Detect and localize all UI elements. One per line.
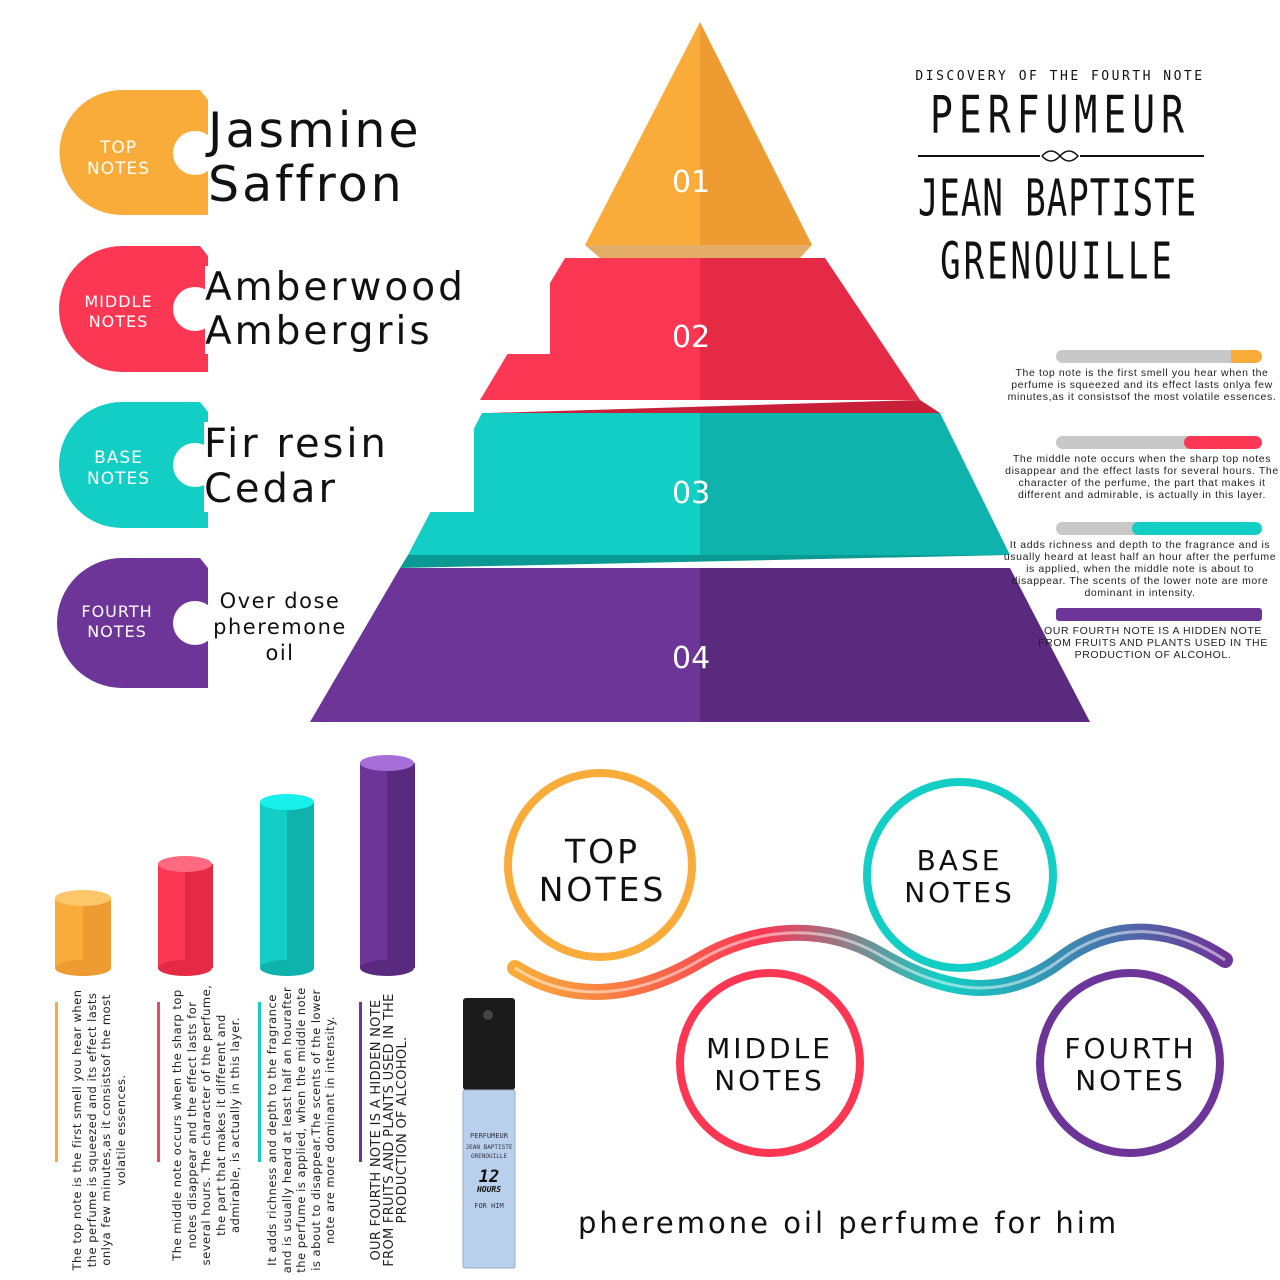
circle-base [863,778,1057,972]
title-divider [918,150,1204,162]
tagline: DISCOVERY OF THE FOURTH NOTE [915,69,1205,84]
circle-fourth [1036,969,1224,1157]
tab-label: FOURTH [81,602,153,621]
wave-highlight [514,930,1226,994]
brand-title: PERFUMEUR [930,85,1190,145]
ingredient: Cedar [204,466,338,512]
vial-name: JEAN BAPTISTE [465,1144,513,1151]
vial-label: PERFUMEUR JEAN BAPTISTE GRENOUILLE 12 HO… [463,1132,515,1211]
vial-badge-number: 12 [478,1167,500,1187]
vial-badge-word: HOURS [476,1185,502,1194]
pyramid-tier-fourth [310,568,1090,722]
name-line-1: JEAN BAPTISTE [917,169,1198,229]
ingredient: Fir resin [204,421,389,467]
tab-label: NOTES [86,159,150,179]
ingredient: Amberwood [205,265,466,310]
label: NOTES [714,1064,825,1097]
label: FOURTH [1064,1032,1197,1065]
ingredient: Jasmine [208,102,422,159]
label: NOTES [538,870,667,909]
ingredient: Ambergris [205,309,433,354]
tab-label: TOP [99,138,138,158]
column-text-top: The top note is the first smell you hear… [70,989,128,1271]
column-text-middle: The middle note occurs when the sharp to… [170,984,242,1266]
tab-label: NOTES [86,469,150,489]
wave-line [507,923,1233,1000]
label: MIDDLE [706,1032,833,1065]
column-divider [258,1002,261,1162]
pyramid-tier-top [585,22,812,258]
tab-label: MIDDLE [84,292,153,311]
label: NOTES [904,876,1015,909]
tier-number-4: 04 [672,641,711,676]
vial-name: GRENOUILLE [470,1153,508,1160]
label: BASE [916,844,1003,877]
name-line-2: GRENOUILLE [940,232,1175,292]
caption: pheremone oil perfume for him [578,1206,1120,1240]
circle-top [504,769,696,961]
intensity-text-top: The top note is the first smell you hear… [1007,367,1277,403]
tier-number-2: 02 [672,320,711,355]
tier-number-1: 01 [672,165,711,200]
ingredient: oil [265,641,295,665]
pyramid-tier-base [400,413,1010,568]
intensity-text-fourth: OUR FOURTH NOTE IS A HIDDEN NOTE FROM FR… [1038,625,1268,661]
ingredient: Saffron [208,156,405,213]
cylinders [55,755,415,976]
intensity-bar-base [1056,522,1262,535]
intensity-bar-fourth [1056,608,1262,621]
intensity-bar-top [1056,350,1262,363]
intensity-text-base: It adds richness and depth to the fragra… [1003,539,1277,599]
tier-number-3: 03 [672,476,711,511]
vial-for: FOR HIM [474,1202,504,1210]
label: TOP [564,832,641,871]
column-divider [55,1002,58,1162]
tab-label: NOTES [87,622,147,641]
ingredient: Over dose [219,589,341,613]
intensity-text-middle: The middle note occurs when the sharp to… [1005,453,1279,501]
column-divider [157,1002,160,1162]
column-text-fourth: OUR FOURTH NOTE IS A HIDDEN NOTE FROM FR… [369,993,410,1267]
intensity-bar-middle [1056,436,1262,449]
tab-shapes [57,90,217,688]
perfume-vial [462,998,516,1269]
pyramid-tier-middle [480,258,940,413]
vial-brand: PERFUMEUR [470,1132,508,1140]
column-text-base: It adds richness and depth to the fragra… [265,986,337,1274]
circle-middle [676,969,864,1157]
tab-label: BASE [94,448,143,468]
column-divider [359,1002,362,1162]
tab-label: NOTES [88,312,149,331]
label: NOTES [1075,1064,1186,1097]
ingredient: pheremone [213,615,347,639]
